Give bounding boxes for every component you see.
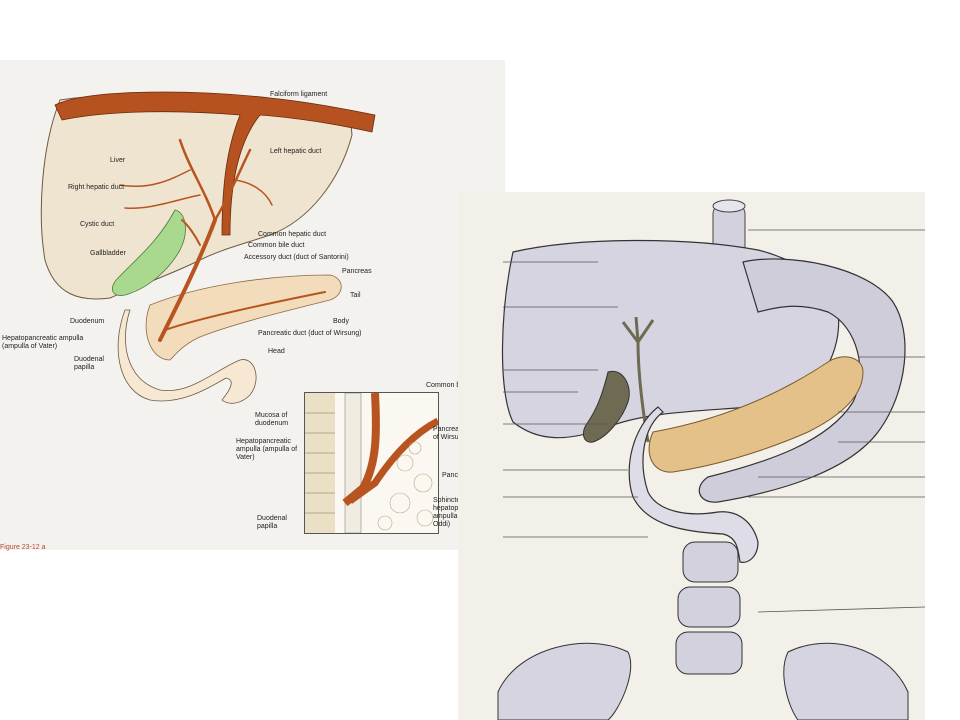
label-common-hepatic: Common hepatic duct <box>258 231 327 238</box>
left-kidney <box>497 642 632 720</box>
inset-drawing <box>305 393 438 533</box>
inset-label-pancreas: Pancreas <box>442 472 472 479</box>
label-papilla: Duodenal papilla <box>74 356 104 371</box>
inset-pancreatic-duct <box>347 417 438 504</box>
unlabeled-abdominal-organs-figure <box>458 192 925 720</box>
inset-label-mucosa: Mucosa of duodenum <box>255 412 289 427</box>
right-kidney <box>783 642 909 720</box>
label-head: Head <box>268 348 285 355</box>
label-gallbladder: Gallbladder <box>90 250 126 257</box>
stomach-shape <box>698 258 906 503</box>
leader-lines <box>503 229 925 613</box>
label-cystic: Cystic duct <box>80 221 115 228</box>
duodenum-shape <box>117 309 257 404</box>
label-pancreatic-duct: Pancreatic duct (duct of Wirsung) <box>258 330 362 337</box>
vertebral-column <box>675 541 743 675</box>
label-liver: Liver <box>110 157 126 164</box>
label-pancreas: Pancreas <box>342 268 372 275</box>
inset-common-bile-duct <box>342 393 380 507</box>
pancreas-shape-tan <box>648 356 864 473</box>
label-right-hepatic: Right hepatic duct <box>68 184 125 191</box>
inset-label-papilla: Duodenal papilla <box>257 515 287 530</box>
ampulla-inset <box>304 392 439 534</box>
label-falciform: Falciform ligament <box>270 91 328 98</box>
label-tail: Tail <box>350 292 361 299</box>
duct-system <box>119 138 326 342</box>
inset-label-ampulla: Hepatopancreatic ampulla (ampulla of Vat… <box>236 438 298 461</box>
pancreas-shape <box>145 274 342 361</box>
label-body: Body <box>333 318 349 325</box>
figure-caption: Figure 23-12 a <box>0 544 46 551</box>
gallbladder-shape-dark <box>582 370 630 443</box>
inset-label-common-bile: Common bile duct <box>426 382 483 389</box>
label-ampulla: Hepatopancreatic ampulla (ampulla of Vat… <box>2 335 84 350</box>
liver-pancreas-drawing <box>40 91 376 404</box>
label-accessory: Accessory duct (duct of Santorini) <box>244 254 349 261</box>
organs-drawing <box>497 199 925 720</box>
label-common-bile: Common bile duct <box>248 242 305 249</box>
gallbladder-shape <box>111 209 186 296</box>
falciform-ligament <box>54 91 376 236</box>
label-duodenum: Duodenum <box>70 318 105 325</box>
biliary-anatomy-figure: Falciform ligament Liver Left hepatic du… <box>0 60 505 551</box>
label-left-hepatic: Left hepatic duct <box>270 148 322 155</box>
